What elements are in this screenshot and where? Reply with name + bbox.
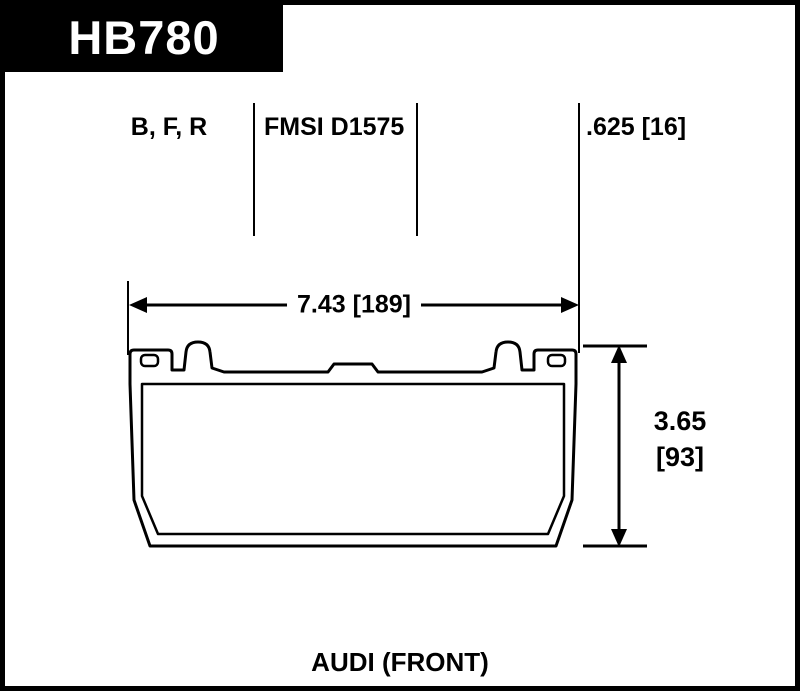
right-tab-hole xyxy=(546,353,567,368)
separator-line-3 xyxy=(578,103,580,353)
width-extension-line-left xyxy=(127,281,129,355)
application-label: AUDI (FRONT) xyxy=(311,647,489,677)
separator-line-2 xyxy=(416,103,418,236)
spec-fmsi: FMSI D1575 xyxy=(264,113,405,141)
spec-compounds: B, F, R xyxy=(130,113,208,141)
width-dimension-label: 7.43 [189] xyxy=(287,290,421,320)
brake-pad-outline xyxy=(128,340,578,548)
height-dimension-label: 3.65 [93] xyxy=(641,403,719,475)
height-dimension-arrow xyxy=(583,344,647,548)
part-number-box: HB780 xyxy=(5,5,283,72)
height-bracket: [93] xyxy=(655,442,704,472)
left-tab-hole xyxy=(139,353,160,368)
separator-line-1 xyxy=(253,103,255,236)
brake-pad-drawing xyxy=(128,338,578,553)
height-value: 3.65 xyxy=(653,406,707,436)
spec-pad-thickness: .625 [16] xyxy=(586,113,687,141)
height-dimension xyxy=(583,341,655,553)
width-dimension: 7.43 [189] xyxy=(128,290,580,320)
part-number: HB780 xyxy=(68,11,220,64)
